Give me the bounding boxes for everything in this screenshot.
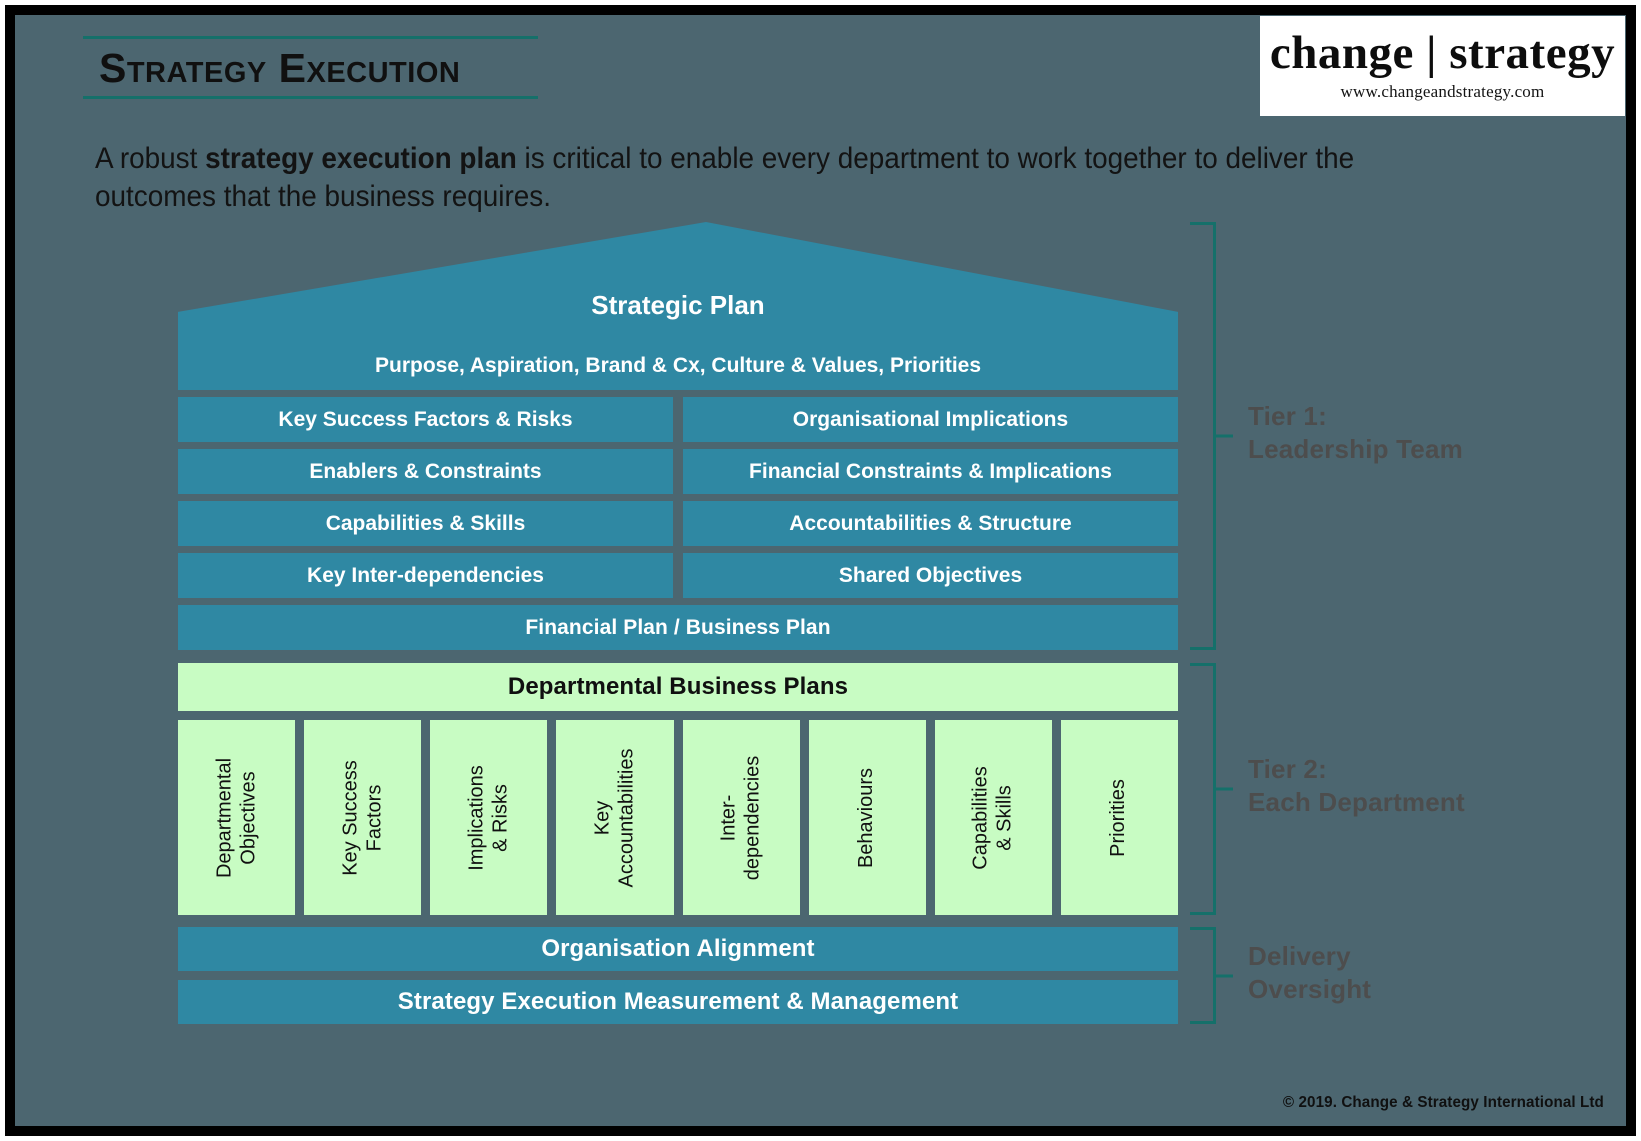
departmental-business-plans-header: Departmental Business Plans bbox=[178, 663, 1178, 711]
tier1-cell-left: Key Inter-dependencies bbox=[178, 553, 673, 598]
organisation-alignment-bar: Organisation Alignment bbox=[178, 927, 1178, 971]
departmental-column: Departmental Objectives bbox=[178, 720, 296, 915]
departmental-column-label: Capabilities & Skills bbox=[969, 765, 1016, 870]
slide-canvas: Strategy Execution change | strategy www… bbox=[15, 15, 1626, 1126]
departmental-column: Capabilities & Skills bbox=[934, 720, 1052, 915]
departmental-columns: Departmental Objectives Key Success Facto… bbox=[178, 720, 1178, 915]
departmental-column-label: Implications & Risks bbox=[465, 764, 511, 871]
tier2-label: Tier 2: Each Department bbox=[1248, 754, 1465, 818]
departmental-column: Behaviours bbox=[808, 720, 926, 915]
strategy-execution-diagram: Strategic Plan Purpose, Aspiration, Bran… bbox=[178, 222, 1178, 1024]
tier2-bracket-tick bbox=[1213, 787, 1233, 791]
departmental-column: Key Success Factors bbox=[304, 720, 422, 915]
departmental-column: Key Accountabilities bbox=[556, 720, 674, 915]
title-rule-top bbox=[83, 36, 538, 39]
tier1-bracket bbox=[1190, 222, 1233, 650]
tier1-cell-right: Accountabilities & Structure bbox=[683, 501, 1178, 546]
logo-wordmark: change | strategy bbox=[1269, 27, 1616, 79]
departmental-column-label: Priorities bbox=[1107, 778, 1130, 857]
strategic-plan-title: Strategic Plan bbox=[591, 290, 765, 320]
intro-paragraph: A robust strategy execution plan is crit… bbox=[95, 140, 1355, 217]
intro-text-bold: strategy execution plan bbox=[205, 142, 517, 175]
title-rule-bottom bbox=[83, 95, 538, 99]
intro-text-before: A robust bbox=[95, 142, 206, 175]
tier1-label: Tier 1: Leadership Team bbox=[1248, 401, 1463, 465]
tier1-cell-left: Capabilities & Skills bbox=[178, 501, 673, 546]
logo-website-url: www.changeandstrategy.com bbox=[1340, 82, 1545, 101]
title-block: Strategy Execution bbox=[83, 36, 538, 99]
tier1-cell-left: Enablers & Constraints bbox=[178, 449, 673, 494]
departmental-column-label: Departmental Objectives bbox=[212, 757, 259, 878]
intro-text-after: is critical to enable every department t… bbox=[95, 142, 1355, 214]
tier1-cell-right: Organisational Implications bbox=[683, 397, 1178, 442]
tier1-bracket-tick bbox=[1213, 434, 1233, 438]
departmental-column-label: Behaviours bbox=[855, 767, 878, 868]
delivery-oversight-label: Delivery Oversight bbox=[1248, 940, 1372, 1004]
tier2-bracket bbox=[1190, 663, 1233, 915]
measurement-management-bar: Strategy Execution Measurement & Managem… bbox=[178, 980, 1178, 1024]
delivery-oversight-bracket-tick bbox=[1213, 974, 1233, 977]
page-title: Strategy Execution bbox=[99, 45, 461, 91]
departmental-column: Priorities bbox=[1060, 720, 1178, 915]
strategic-plan-subtitle: Purpose, Aspiration, Brand & Cx, Culture… bbox=[374, 354, 982, 377]
tier1-cell-right: Financial Constraints & Implications bbox=[683, 449, 1178, 494]
tier1-cell-right: Shared Objectives bbox=[683, 553, 1178, 598]
strategic-plan-roof: Strategic Plan Purpose, Aspiration, Bran… bbox=[178, 222, 1178, 390]
delivery-oversight-bracket bbox=[1190, 927, 1233, 1024]
departmental-column: Inter- dependencies bbox=[682, 720, 800, 915]
financial-plan-bar: Financial Plan / Business Plan bbox=[178, 605, 1178, 650]
slide-frame: Strategy Execution change | strategy www… bbox=[5, 5, 1636, 1136]
departmental-column: Implications & Risks bbox=[430, 720, 548, 915]
copyright-notice: © 2019. Change & Strategy International … bbox=[1282, 1094, 1604, 1111]
departmental-column-label: Key Accountabilities bbox=[591, 748, 637, 887]
brand-logo: change | strategy www.changeandstrategy.… bbox=[1260, 16, 1625, 116]
departmental-column-label: Inter- dependencies bbox=[717, 755, 764, 880]
tier1-cell-left: Key Success Factors & Risks bbox=[178, 397, 673, 442]
departmental-column-label: Key Success Factors bbox=[339, 759, 385, 876]
